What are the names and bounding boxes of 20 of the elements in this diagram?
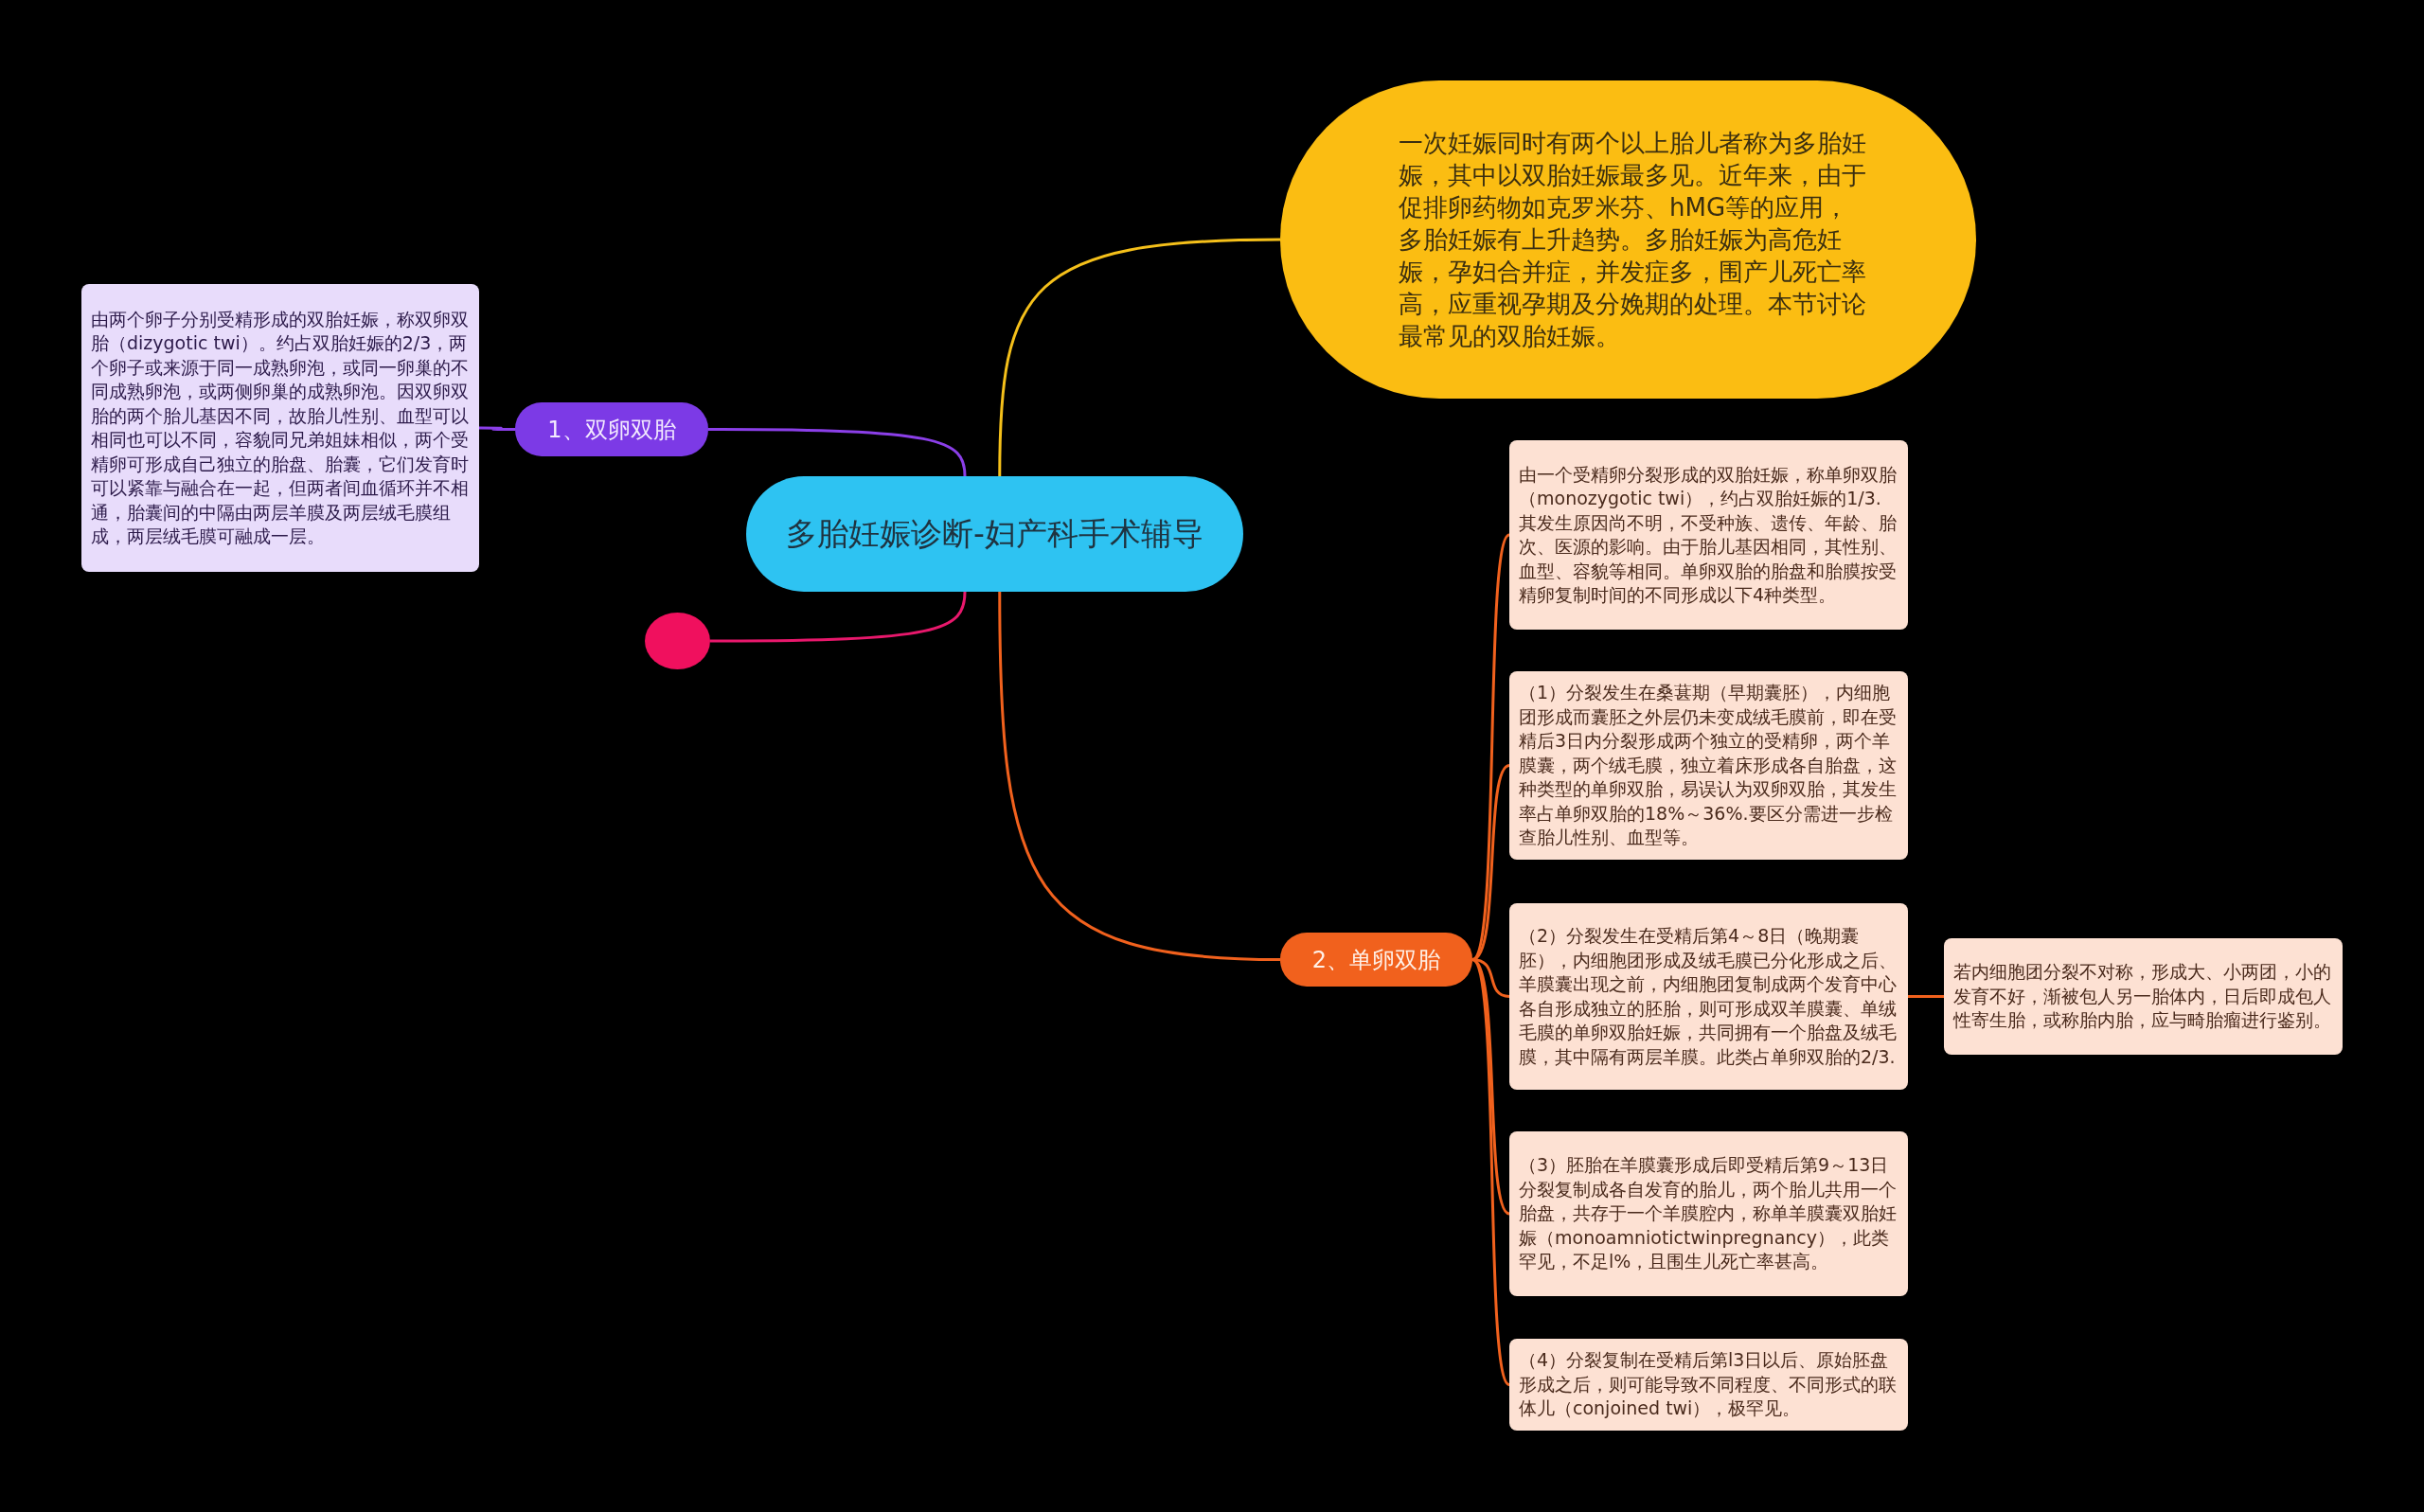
connector-line xyxy=(1470,958,1511,1386)
note-card: （2）分裂发生在受精后第4～8日（晚期囊胚），内细胞团形成及绒毛膜已分化形成之后、羊膜囊出现之前，内细胞团复制成两个发育中心各自形成独立的胚胎，则可形成双羊膜囊、单绒毛膜的单卵双胎妊娠，共同拥有一个胎盘及绒毛膜，其中隔有两层羊膜。此类占单卵双胎的2/3. xyxy=(1509,903,1908,1090)
connector-line xyxy=(708,428,967,477)
connector-line xyxy=(1471,764,1510,961)
note-card: （4）分裂复制在受精后第l3日以后、原始胚盘形成之后，则可能导致不同程度、不同形式的联体儿（conjoined twi），极罕见。 xyxy=(1509,1339,1908,1431)
connector-line xyxy=(479,426,515,431)
root-topic: 多胎妊娠诊断-妇产科手术辅导 xyxy=(746,476,1243,592)
note-card: 由一个受精卵分裂形成的双胎妊娠，称单卵双胎（monozygotic twi），约占双胎妊娠的1/3.其发生原因尚不明，不受种族、遗传、年龄、胎次、医源的影响。由于胎儿基因相同，其性别、血型、容貌等相同。单卵双胎的胎盘和胎膜按受精卵复制时间的不同形成以下4种类型。 xyxy=(1509,440,1908,630)
connector-line xyxy=(1908,995,1944,998)
note-card: （1）分裂发生在桑葚期（早期囊胚），内细胞团形成而囊胚之外层仍未变成绒毛膜前，即在受精后3日内分裂形成两个独立的受精卵，两个羊膜囊，两个绒毛膜，独立着床形成各自胎盘，这种类型的单卵双胎，易误认为双卵双胎，其发生率占单卵双胎的18%～36%.要区分需进一步检查胎儿性别、血型等。 xyxy=(1509,671,1908,860)
connector-line xyxy=(1470,534,1511,961)
connector-line xyxy=(998,238,1281,477)
branch-topic: 1、双卵双胎 xyxy=(515,402,708,456)
note-card: 若内细胞团分裂不对称，形成大、小两团，小的发育不好，渐被包人另一胎体内，日后即成包人性寄生胎，或称胎内胎，应与畸胎瘤进行鉴别。 xyxy=(1944,938,2343,1055)
connector-line xyxy=(998,592,1281,961)
connector-line xyxy=(710,591,967,643)
summary-bubble: 一次妊娠同时有两个以上胎儿者称为多胎妊娠，其中以双胎妊娠最多见。近年来，由于促排卵药物如克罗米芬、hMG等的应用，多胎妊娠有上升趋势。多胎妊娠为高危妊娠，孕妇合并症，并发症多，围产儿死亡率高，应重视孕期及分娩期的处理。本节讨论最常见的双胎妊娠。 xyxy=(1280,80,1976,399)
branch-topic: 2、单卵双胎 xyxy=(1280,933,1472,987)
note-card: （3）胚胎在羊膜囊形成后即受精后第9～13日分裂复制成各自发育的胎儿，两个胎儿共用一个胎盘，共存于一个羊膜腔内，称单羊膜囊双胎妊娠（monoamniotictwinpregnancy），此类罕见，不足l%，且围生儿死亡率甚高。 xyxy=(1509,1131,1908,1296)
note-card: 由两个卵子分别受精形成的双胎妊娠，称双卵双胎（dizygotic twi）。约占双胎妊娠的2/3，两个卵子或来源于同一成熟卵泡，或同一卵巢的不同成熟卵泡，或两侧卵巢的成熟卵泡。因双卵双胎的两个胎儿基因不同，故胎儿性别、血型可以相同也可以不同，容貌同兄弟姐妹相似，两个受精卵可形成自己独立的胎盘、胎囊，它们发育时可以紧靠与融合在一起，但两者间血循环并不相通，胎囊间的中隔由两层羊膜及两层绒毛膜组成，两层绒毛膜可融成一层。 xyxy=(81,284,479,572)
